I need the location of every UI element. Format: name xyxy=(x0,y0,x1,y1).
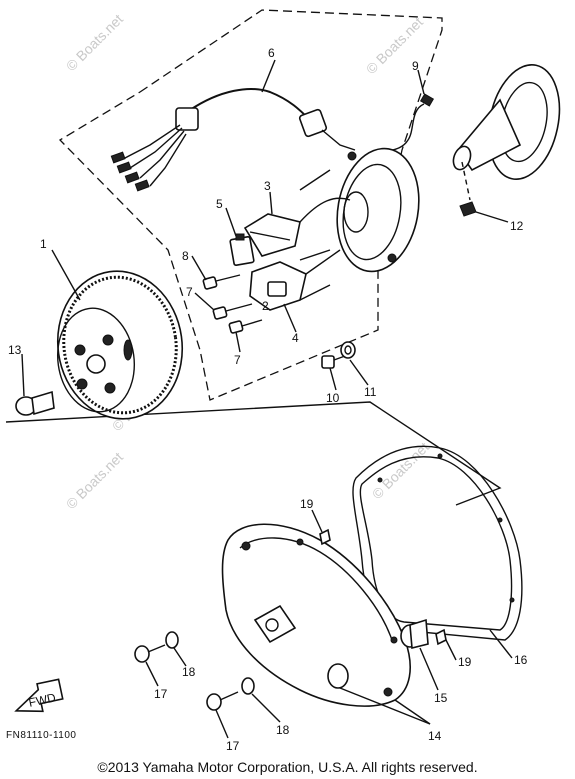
crankshaft-hub xyxy=(452,64,561,201)
callout-10: 10 xyxy=(326,391,340,405)
part-18-washer-lower xyxy=(241,677,255,695)
callout-8: 8 xyxy=(182,249,189,263)
part-13-bolt xyxy=(15,390,55,416)
part-17-bolt-upper xyxy=(134,644,166,663)
watermark-mid-left: © Boats.net xyxy=(63,449,126,512)
part-15-dowel xyxy=(400,618,429,650)
assembly-dashed-outline xyxy=(58,9,443,401)
callout-18-upper: 18 xyxy=(182,665,196,679)
callout-15: 15 xyxy=(434,691,448,705)
callout-6: 6 xyxy=(268,46,275,60)
callout-17-upper: 17 xyxy=(154,687,168,701)
part-8-screw xyxy=(202,274,241,290)
part-19-pin-lower xyxy=(435,628,447,646)
part-7-screw-lower xyxy=(228,319,263,334)
part-17-bolt-lower xyxy=(206,691,239,711)
forward-arrow-label: FWD xyxy=(27,690,57,709)
copyright-notice: ©2013 Yamaha Motor Corporation, U.S.A. A… xyxy=(97,759,478,775)
part-2-coil-wire xyxy=(299,197,351,223)
leader-lines xyxy=(21,59,513,739)
callout-17-lower: 17 xyxy=(226,739,240,753)
callout-3: 3 xyxy=(264,179,271,193)
stator-plate xyxy=(299,147,420,273)
callout-19-upper: 19 xyxy=(300,497,314,511)
part-4-lighting-coil xyxy=(249,249,341,311)
callout-5: 5 xyxy=(216,197,223,211)
callout-1: 1 xyxy=(40,237,47,251)
callout-18-lower: 18 xyxy=(276,723,290,737)
part-14-cover xyxy=(221,523,411,707)
callout-7-upper: 7 xyxy=(186,285,193,299)
callout-2: 2 xyxy=(262,299,269,313)
part-18-washer-upper xyxy=(165,631,179,649)
part-10-bolt xyxy=(321,355,346,369)
callout-9: 9 xyxy=(412,59,419,73)
part-6-pickup-coil-lead xyxy=(110,88,356,192)
callout-14: 14 xyxy=(428,729,442,743)
callout-7-lower: 7 xyxy=(234,353,241,367)
watermark-top-left: © Boats.net xyxy=(63,11,126,74)
part-5-coil xyxy=(229,233,255,267)
part-3-bracket xyxy=(243,213,301,257)
callout-12: 12 xyxy=(510,219,524,233)
section-divider-line xyxy=(5,401,502,506)
part-1-flywheel xyxy=(56,270,184,420)
part-12-key xyxy=(459,201,509,223)
callout-19-lower: 19 xyxy=(458,655,472,669)
callout-16: 16 xyxy=(514,653,528,667)
part-19-pin-upper xyxy=(319,528,331,546)
callout-4: 4 xyxy=(292,331,299,345)
part-9-screw xyxy=(384,93,435,153)
forward-arrow-icon: FWD xyxy=(14,678,64,713)
callout-13: 13 xyxy=(8,343,22,357)
figure-code: FN81110-1100 xyxy=(6,730,77,741)
part-7-screw-upper xyxy=(212,303,253,320)
part-11-washer xyxy=(340,341,356,359)
callout-labels: 1 2 3 4 5 6 7 7 8 9 10 11 12 13 14 15 16… xyxy=(8,46,528,753)
callout-11: 11 xyxy=(364,385,377,399)
